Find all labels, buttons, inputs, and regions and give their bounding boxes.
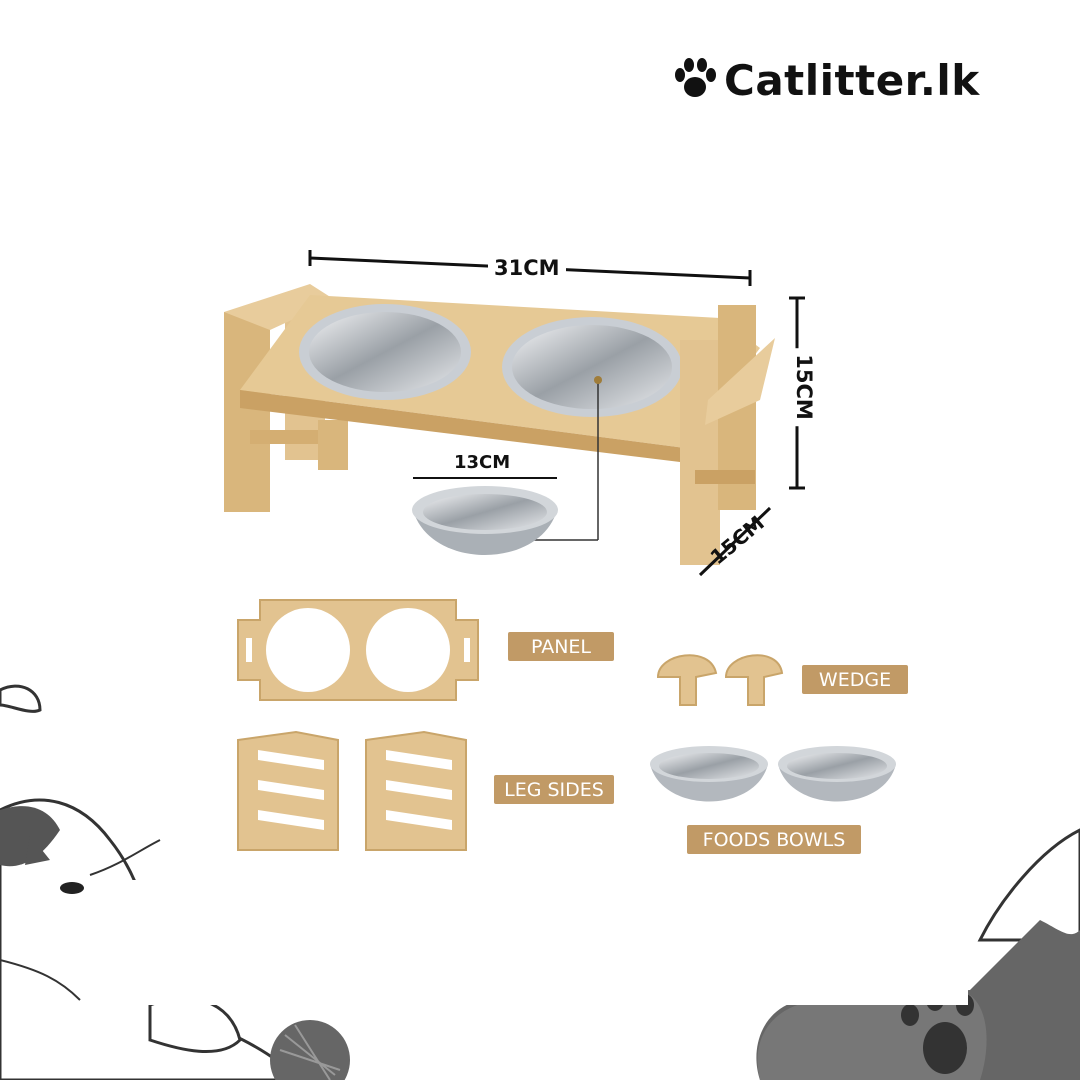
panel-part [237,599,479,701]
brand-name: Catlitter.lk [724,55,980,105]
decor-white-block [118,880,968,1005]
brand-logo: Catlitter.lk [672,50,980,110]
height-dimension-label: 15CM [791,348,816,426]
bowl-dimension-label: 13CM [448,452,517,473]
food-bowls-part [650,746,896,802]
bowl-stand-illustration [224,250,805,577]
cat-illustration-left [0,684,350,1080]
panel-tag: PANEL [508,632,614,661]
wedge-part [656,654,784,706]
leg-sides-tag: LEG SIDES [494,775,614,804]
leg-sides-part [237,730,467,851]
foods-bowls-tag: FOODS BOWLS [687,825,861,854]
wedge-tag: WEDGE [802,665,908,694]
paw-icon [675,58,716,97]
width-dimension-label: 31CM [488,256,566,280]
